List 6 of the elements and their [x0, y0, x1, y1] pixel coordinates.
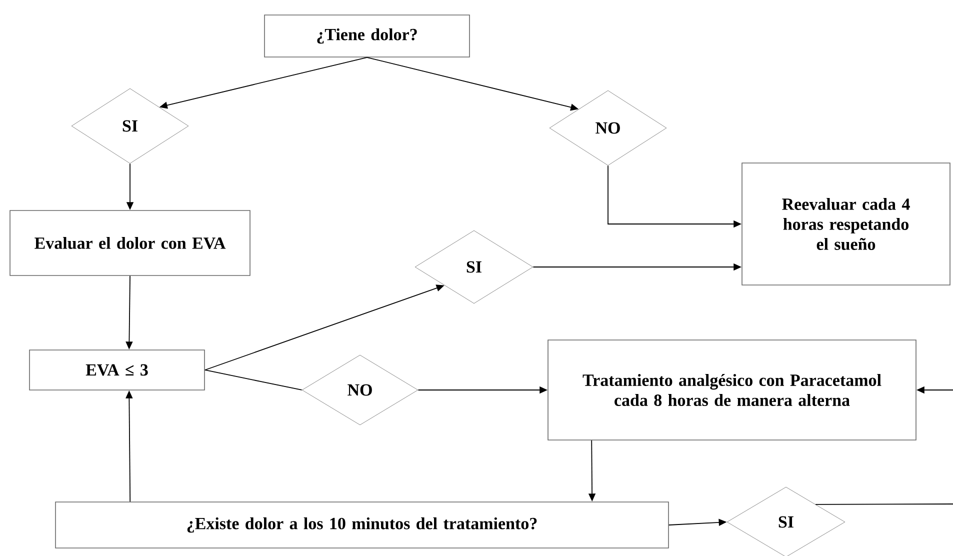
process-box: Evaluar el dolor con EVA: [10, 210, 250, 276]
process-box: Reevaluar cada 4 horas respetando el sueño: [742, 162, 950, 286]
process-box: ¿Existe dolor a los 10 minutos del tratamiento?: [55, 502, 669, 548]
process-box: ¿Tiene dolor?: [264, 14, 470, 58]
process-box: EVA ≤ 3: [29, 350, 205, 390]
process-box: Tratamiento analgésico con Paracetamol cada 8 horas de manera alterna: [548, 340, 916, 440]
